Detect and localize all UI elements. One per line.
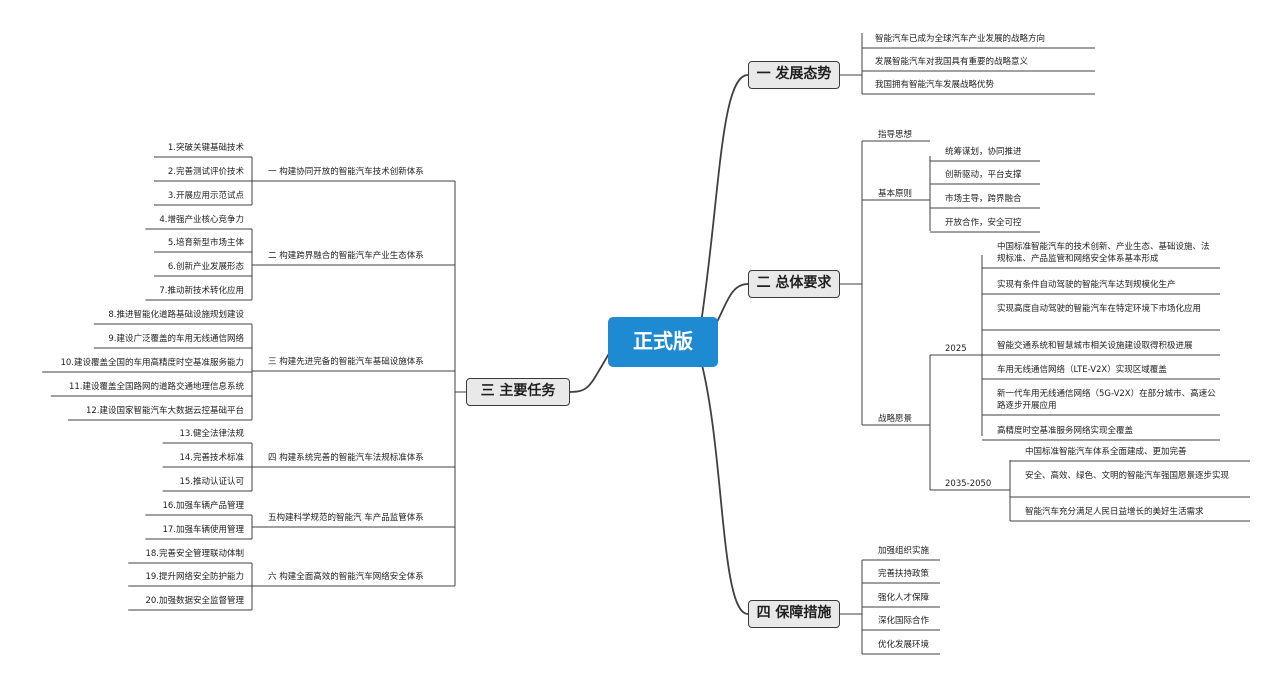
task-item[interactable]: 17.加强车辆使用管理 (162, 525, 244, 535)
vision-label[interactable]: 战略愿景 (878, 414, 913, 424)
safeguard-item[interactable]: 完善扶持政策 (878, 569, 930, 579)
guiding-label[interactable]: 指导思想 (878, 130, 913, 140)
task-item[interactable]: 1.突破关键基础技术 (167, 143, 244, 153)
year-2025-label[interactable]: 2025 (945, 344, 967, 354)
task-group-label[interactable]: 一 构建协同开放的智能汽车技术创新体系 (268, 167, 424, 177)
curve-to-safeguards (699, 356, 749, 615)
principle-item[interactable]: 统筹谋划，协同推进 (945, 147, 1022, 157)
principle-item[interactable]: 市场主导，跨界融合 (945, 194, 1022, 204)
vision-2035-item[interactable]: 安全、高效、绿色、文明的智能汽车强国愿景逐步实现 (1025, 471, 1230, 481)
task-item[interactable]: 9.建设广泛覆盖的车用无线通信网络 (108, 334, 244, 344)
year-2035-label[interactable]: 2035-2050 (945, 479, 992, 489)
vision-2025-item[interactable]: 新一代车用无线通信网络（5G-V2X）在部分城市、高速公路逐步开展应用 (997, 389, 1216, 411)
principle-item[interactable]: 创新驱动，平台支撑 (945, 170, 1022, 180)
vision-2025-item[interactable]: 智能交通系统和智慧城市相关设施建设取得积极进展 (997, 341, 1193, 351)
development-item[interactable]: 发展智能汽车对我国具有重要的战略意义 (875, 57, 1029, 67)
task-item[interactable]: 3.开展应用示范试点 (167, 191, 244, 201)
safeguard-item[interactable]: 深化国际合作 (878, 616, 930, 626)
task-item[interactable]: 11.建设覆盖全国路网的道路交通地理信息系统 (68, 382, 244, 392)
task-group-label[interactable]: 五构建科学规范的智能汽 车产品监管体系 (268, 513, 424, 523)
vision-2025-item[interactable]: 高精度时空基准服务网络实现全覆盖 (997, 426, 1134, 436)
task-item[interactable]: 4.增强产业核心竞争力 (159, 215, 244, 225)
task-item[interactable]: 5.培育新型市场主体 (167, 238, 244, 248)
development-item[interactable]: 我国拥有智能汽车发展战略优势 (875, 80, 995, 90)
task-item[interactable]: 20.加强数据安全监督管理 (145, 596, 244, 606)
curve-to-development (699, 74, 749, 331)
safeguard-item[interactable]: 加强组织实施 (878, 546, 930, 556)
task-item[interactable]: 7.推动新技术转化应用 (159, 286, 244, 296)
main-topic-safeguards[interactable]: 四 保障措施 (748, 600, 840, 628)
task-item[interactable]: 16.加强车辆产品管理 (162, 501, 244, 511)
task-item[interactable]: 14.完善技术标准 (179, 453, 244, 463)
task-item[interactable]: 2.完善测试评价技术 (167, 167, 244, 177)
development-item[interactable]: 智能汽车已成为全球汽车产业发展的战略方向 (875, 34, 1046, 44)
safeguard-item[interactable]: 强化人才保障 (878, 593, 930, 603)
task-group-label[interactable]: 三 构建先进完备的智能汽车基础设施体系 (268, 357, 424, 367)
central-topic[interactable]: 正式版 (608, 317, 718, 367)
main-topic-requirements[interactable]: 二 总体要求 (748, 270, 840, 298)
task-item[interactable]: 15.推动认证认可 (179, 477, 244, 487)
principles-label[interactable]: 基本原则 (878, 189, 913, 199)
task-item[interactable]: 13.健全法律法规 (179, 429, 244, 439)
task-item[interactable]: 18.完善安全管理联动体制 (145, 549, 244, 559)
principle-item[interactable]: 开放合作，安全可控 (945, 218, 1022, 228)
curve-to-tasks (569, 351, 611, 393)
vision-2025-item[interactable]: 中国标准智能汽车的技术创新、产业生态、基础设施、法规标准、产品监管和网络安全体系… (997, 242, 1210, 264)
vision-2025-item[interactable]: 实现高度自动驾驶的智能汽车在特定环境下市场化应用 (997, 304, 1202, 314)
safeguard-item[interactable]: 优化发展环境 (878, 640, 930, 650)
vision-2025-item[interactable]: 实现有条件自动驾驶的智能汽车达到规模化生产 (997, 280, 1176, 290)
vision-2035-item[interactable]: 中国标准智能汽车体系全面建成、更加完善 (1025, 447, 1187, 457)
task-group-label[interactable]: 六 构建全面高效的智能汽车网络安全体系 (268, 572, 424, 582)
task-group-label[interactable]: 二 构建跨界融合的智能汽车产业生态体系 (268, 251, 424, 261)
task-group-label[interactable]: 四 构建系统完善的智能汽车法规标准体系 (268, 453, 424, 463)
task-item[interactable]: 12.建设国家智能汽车大数据云控基础平台 (85, 406, 244, 416)
main-topic-tasks[interactable]: 三 主要任务 (466, 378, 570, 406)
vision-2035-item[interactable]: 智能汽车充分满足人民日益增长的美好生活需求 (1025, 507, 1204, 517)
task-item[interactable]: 8.推进智能化道路基础设施规划建设 (108, 310, 244, 320)
main-topic-development[interactable]: 一 发展态势 (748, 61, 840, 89)
task-item[interactable]: 10.建设覆盖全国的车用高精度时空基准服务能力 (60, 358, 244, 368)
vision-2025-item[interactable]: 车用无线通信网络（LTE-V2X）实现区域覆盖 (997, 365, 1167, 375)
task-item[interactable]: 6.创新产业发展形态 (167, 262, 244, 272)
task-item[interactable]: 19.提升网络安全防护能力 (145, 572, 244, 582)
